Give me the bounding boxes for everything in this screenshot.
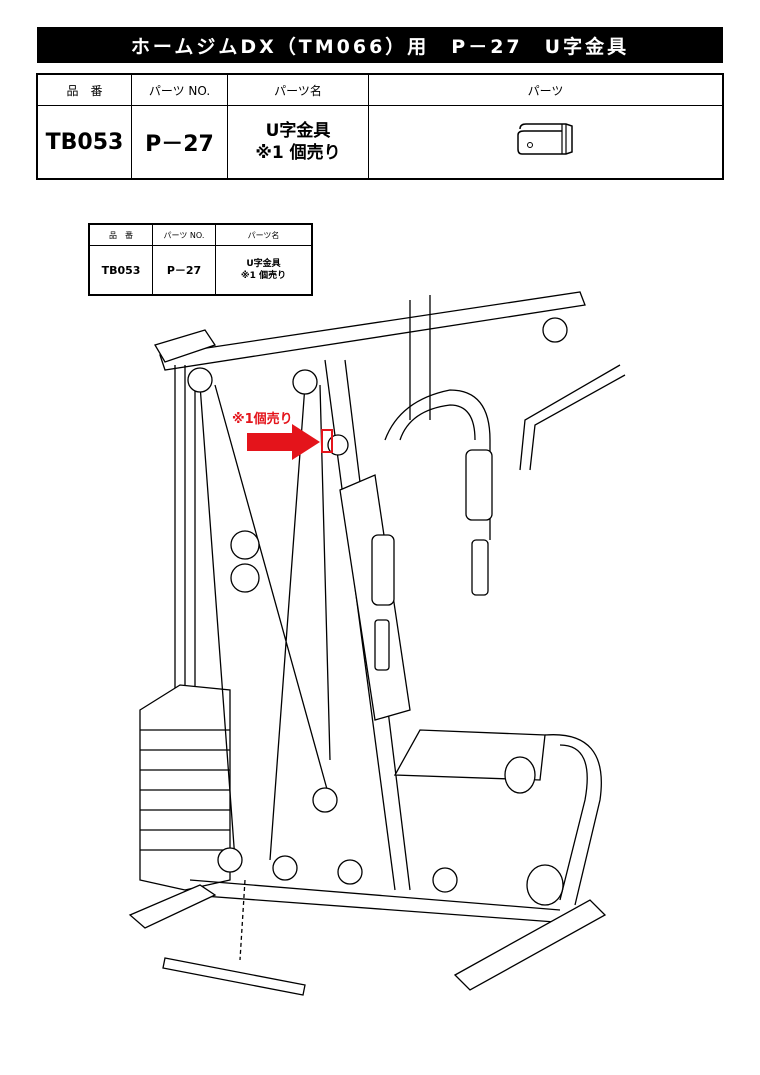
- inset-cell-code: TB053: [88, 245, 153, 296]
- sold-singly-callout: ※1個売り: [232, 412, 293, 427]
- cell-part-name: U字金具※1 個売り: [227, 105, 369, 180]
- sold-singly-note: ※1 個売り: [255, 143, 341, 163]
- inset-cell-part-name: U字金具 ※1 個売り: [215, 245, 313, 296]
- inset-part-name: U字金具: [246, 259, 281, 269]
- inset-sold-singly-note: ※1 個売り: [240, 271, 287, 281]
- arrow-icon: [247, 424, 320, 460]
- parts-table: 品 番 パーツ NO. パーツ名 パーツ TB053 P－27 U字金具※1 個…: [36, 73, 724, 180]
- cell-part-image: [368, 105, 724, 180]
- part-name: U字金具: [265, 121, 331, 141]
- u-bracket-image: [516, 123, 573, 155]
- header-part-name: パーツ名: [227, 73, 369, 106]
- page-title: ホームジムDX（TM066）用 P－27 U字金具: [37, 27, 723, 63]
- inset-cell-part-no: P－27: [152, 245, 216, 296]
- inset-parts-table: 品 番 パーツ NO. パーツ名 TB053 P－27 U字金具※1 個売り: [88, 223, 313, 296]
- header-code: 品 番: [36, 73, 132, 106]
